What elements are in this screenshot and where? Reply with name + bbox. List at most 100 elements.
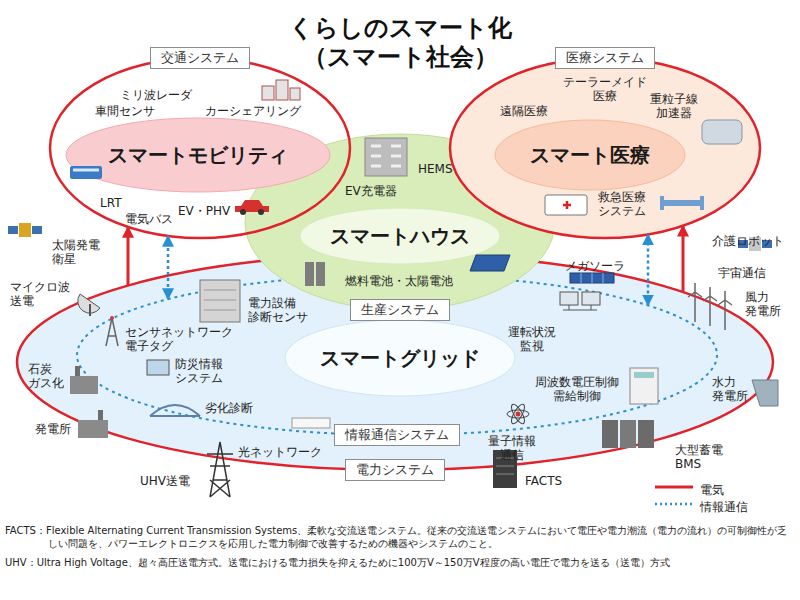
- node-ellipse: [300, 208, 500, 264]
- item-label: 防災情報 システム: [175, 357, 223, 385]
- item-label: EV充電器: [345, 184, 397, 198]
- monitor-icon: [560, 292, 600, 310]
- item-label-holder: ミリ波レーダ: [120, 84, 192, 103]
- item-label: メガソーラ: [565, 259, 625, 273]
- concept-title-holder: スマートグリッド: [320, 345, 480, 372]
- system-heading-holder: 交通システム: [150, 47, 250, 69]
- server-box: [200, 280, 240, 322]
- item-label-holder: HEMS: [418, 158, 453, 177]
- footnote: FACTS：Flexible Alternating Current Trans…: [5, 524, 795, 550]
- dish: [78, 294, 100, 313]
- legend-line-sample: [655, 486, 693, 489]
- item-label-holder: 燃料電池・太陽電池: [345, 270, 453, 289]
- cell: [316, 262, 325, 286]
- atom-icon: [507, 402, 529, 425]
- system-heading: 交通システム: [150, 47, 250, 69]
- item-label: 電気バス: [125, 212, 173, 226]
- battery-unit: [602, 420, 618, 448]
- house: [276, 80, 288, 100]
- uhv-tower-icon: [207, 442, 233, 497]
- item-label: 介護ロボット: [712, 234, 784, 248]
- item-label-holder: 太陽発電 衛星: [52, 238, 100, 267]
- house: [262, 86, 274, 100]
- optical-device-icon: [292, 418, 330, 428]
- house: [290, 88, 300, 100]
- system-heading: 情報通信システム: [334, 424, 460, 446]
- bridge-arch: [150, 405, 200, 416]
- item-label-holder: 遠隔医療: [500, 100, 548, 119]
- cell: [305, 262, 314, 286]
- tower-frame: [207, 442, 233, 497]
- battery-icon: [602, 420, 654, 448]
- item-label: UHV送電: [140, 474, 190, 488]
- concept-title-holder: スマートモビリティ: [108, 142, 288, 169]
- orbit: [509, 402, 527, 425]
- concept-title: スマートハウス: [330, 223, 470, 250]
- wheel: [258, 209, 264, 215]
- satellite-body: [19, 223, 31, 237]
- item-label-holder: 発電所: [35, 418, 71, 437]
- item-label-holder: 量子情報 通信: [488, 434, 536, 463]
- turbine: [703, 287, 717, 326]
- item-label-holder: 大型蓄電 BMS: [675, 443, 723, 472]
- info-arrow: [167, 236, 170, 299]
- array-grid: [581, 273, 603, 283]
- item-label: 救急医療 システム: [598, 190, 646, 218]
- item-label-holder: EV充電器: [345, 180, 397, 199]
- concept-title: スマートモビリティ: [108, 142, 288, 169]
- item-label-holder: 電力設備 診断センサ: [248, 296, 308, 325]
- item-label-holder: 運転状況 監視: [508, 325, 556, 354]
- wheel: [240, 209, 246, 215]
- item-label: FACTS: [525, 474, 562, 488]
- node-ellipse: [77, 275, 717, 435]
- battery-unit: [638, 420, 654, 448]
- legend-line-sample: [655, 503, 693, 506]
- tower: [106, 318, 118, 346]
- windows: [371, 146, 401, 166]
- wind-turbine-icon: [703, 287, 717, 326]
- item-label: 大型蓄電 BMS: [675, 443, 723, 471]
- controller-cabinet-icon: [630, 368, 658, 404]
- legend-text-holder: 情報通信: [700, 496, 748, 515]
- dam-icon: [752, 380, 778, 406]
- item-label: 石炭 ガス化: [28, 362, 64, 390]
- building-icon: [365, 138, 407, 176]
- item-label-holder: メガソーラ: [565, 255, 625, 274]
- concept-ellipse: スマートモビリティ: [66, 118, 330, 192]
- item-label-holder: 電気バス: [125, 208, 173, 227]
- monitor: [560, 292, 578, 305]
- item-label: 水力 発電所: [712, 375, 748, 403]
- item-label-holder: 水力 発電所: [712, 375, 748, 404]
- footnote-holder: FACTS：Flexible Alternating Current Trans…: [5, 524, 795, 550]
- item-label-holder: 劣化診断: [205, 397, 253, 416]
- car-body: [235, 200, 269, 212]
- town-icon: [262, 80, 300, 100]
- item-label-holder: カーシェアリング: [205, 100, 301, 119]
- item-label: マイクロ波 送電: [10, 280, 70, 308]
- legend-text-holder: 電気: [700, 479, 724, 498]
- item-label-holder: 風力 発電所: [745, 290, 781, 319]
- item-label-holder: UHV送電: [140, 470, 190, 489]
- server-rows: [204, 290, 236, 310]
- accelerator-icon: [702, 120, 742, 144]
- concept-title: スマートグリッド: [320, 345, 480, 372]
- item-label: 発電所: [35, 422, 71, 436]
- concept-title-holder: スマートハウス: [330, 223, 470, 250]
- orbit: [509, 402, 527, 425]
- monitor-stand: [563, 305, 597, 310]
- plant-body: [70, 376, 98, 394]
- system-heading-holder: 情報通信システム: [334, 424, 460, 446]
- power-arrow: [682, 226, 685, 292]
- wind-turbine-icon: [718, 291, 732, 330]
- solar-wing: [32, 226, 42, 234]
- diagram-title: くらしのスマート化 （スマート社会）: [270, 14, 530, 73]
- concept-title: スマート医療: [530, 142, 650, 169]
- item-label: カーシェアリング: [205, 104, 301, 118]
- footnote: UHV：Ultra High Voltage、超々高圧送電方式。送電における電力…: [5, 556, 795, 569]
- item-label: 光ネットワーク: [238, 445, 322, 459]
- item-label: 運転状況 監視: [508, 325, 556, 353]
- care-bed-icon: [660, 196, 704, 210]
- cabinet-panel: [634, 372, 654, 378]
- concept-ellipse: スマートハウス: [300, 208, 500, 264]
